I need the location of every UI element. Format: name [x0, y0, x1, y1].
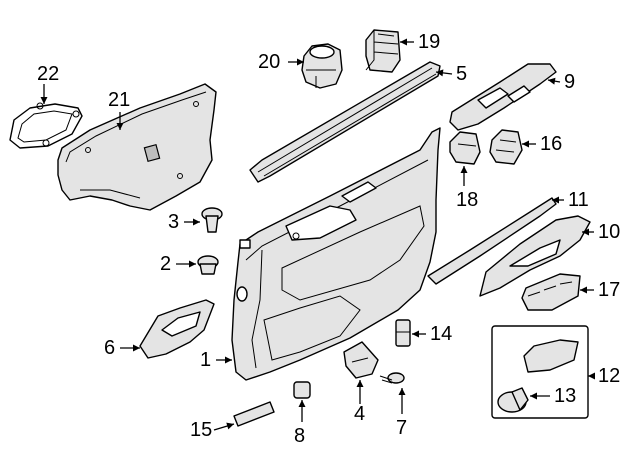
part-10-armrest-trim	[479, 215, 591, 297]
callout-5: 5	[435, 63, 467, 85]
callout-9: 9	[547, 71, 575, 93]
callout-arrowhead-3	[193, 218, 200, 226]
part-15-label	[233, 401, 275, 427]
part-11-trim-strip	[427, 197, 557, 285]
callout-arrowhead-14	[412, 330, 419, 338]
callout-label-14: 14	[430, 323, 452, 345]
callout-20: 20	[258, 51, 304, 73]
callout-arrowhead-4	[356, 380, 364, 387]
callout-label-1: 1	[200, 349, 211, 371]
callout-label-6: 6	[104, 337, 115, 359]
callout-label-10: 10	[598, 221, 620, 243]
part-3-clip	[201, 207, 223, 233]
callout-arrowhead-17	[580, 286, 587, 294]
callout-label-20: 20	[258, 51, 280, 73]
callout-6: 6	[104, 337, 140, 359]
callout-arrowhead-13	[530, 392, 537, 400]
callout-19: 19	[400, 31, 440, 53]
callout-label-2: 2	[160, 253, 171, 275]
callout-21: 21	[108, 89, 130, 130]
part-2-retainer	[197, 255, 219, 275]
callout-arrowhead-5	[436, 69, 444, 77]
callout-arrowhead-16	[522, 140, 529, 148]
part-14-clip	[395, 319, 411, 347]
callout-2: 2	[160, 253, 196, 275]
callout-18: 18	[456, 166, 478, 211]
callout-label-15: 15	[190, 419, 212, 441]
callout-label-18: 18	[456, 189, 478, 211]
callout-arrowhead-15	[226, 422, 234, 430]
callout-10: 10	[582, 221, 620, 243]
part-22-speaker-bracket	[9, 102, 83, 149]
callout-4: 4	[354, 380, 365, 425]
callout-11: 11	[552, 189, 589, 211]
callout-arrowhead-2	[189, 260, 196, 268]
part-4-bracket	[343, 341, 379, 379]
callout-13: 13	[530, 385, 576, 407]
callout-label-7: 7	[396, 417, 407, 439]
callout-arrowhead-7	[398, 388, 406, 395]
callout-label-21: 21	[108, 89, 130, 111]
part-9-switch-bezel	[449, 63, 557, 131]
callout-15: 15	[190, 419, 235, 441]
callout-arrowhead-8	[298, 400, 306, 407]
callout-arrowhead-21	[116, 123, 124, 130]
callout-arrowhead-12	[588, 372, 595, 380]
callout-label-4: 4	[354, 403, 365, 425]
callout-label-16: 16	[540, 133, 562, 155]
callout-8: 8	[294, 400, 306, 447]
callout-16: 16	[522, 133, 562, 155]
part-20-mirror-switch	[301, 43, 343, 89]
part-17-window-switch	[521, 273, 581, 311]
part-6-handle-trim	[139, 299, 215, 359]
callout-3: 3	[168, 211, 200, 233]
callout-arrowhead-19	[400, 38, 407, 46]
callout-label-19: 19	[418, 31, 440, 53]
callout-arrowhead-9	[548, 77, 556, 85]
callout-arrowhead-20	[297, 58, 304, 66]
callout-arrowhead-11	[552, 196, 559, 204]
callout-7: 7	[396, 388, 407, 439]
part-21-insulation-pad	[57, 83, 217, 211]
part-19-switch	[365, 29, 401, 73]
callout-1: 1	[200, 349, 232, 371]
callout-arrowhead-6	[133, 344, 140, 352]
callout-arrowhead-1	[225, 356, 232, 364]
callout-label-11: 11	[568, 189, 589, 211]
callout-arrowhead-10	[582, 228, 589, 236]
callout-14: 14	[412, 323, 452, 345]
callout-label-13: 13	[554, 385, 576, 407]
part-8-cap	[293, 381, 311, 399]
callout-arrowhead-18	[460, 166, 468, 173]
callout-22: 22	[37, 63, 59, 104]
part-1-door-trim-panel	[231, 127, 441, 381]
callout-17: 17	[580, 279, 620, 301]
part-7-screw	[379, 372, 405, 384]
callout-label-9: 9	[564, 71, 575, 93]
callout-label-5: 5	[456, 63, 467, 85]
callout-12: 12	[588, 365, 620, 387]
callout-label-3: 3	[168, 211, 179, 233]
callout-label-8: 8	[294, 425, 305, 447]
part-16-switch	[489, 129, 523, 165]
callout-label-22: 22	[37, 63, 59, 85]
callout-label-12: 12	[598, 365, 620, 387]
callout-arrowhead-22	[40, 97, 48, 104]
callout-label-17: 17	[598, 279, 620, 301]
part-18-switch	[449, 131, 481, 165]
part-12-inset-box	[491, 325, 589, 419]
